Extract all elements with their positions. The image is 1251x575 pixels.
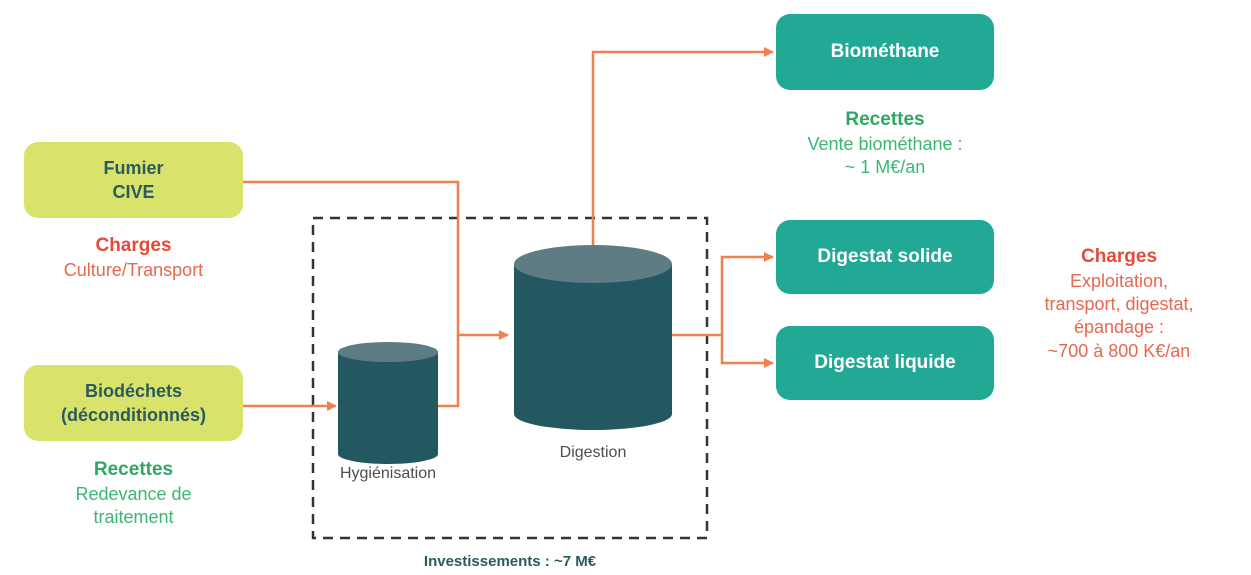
digestion-label: Digestion	[559, 444, 627, 461]
cive-label: CIVE	[112, 182, 155, 202]
biomethane-box: Biométhane	[776, 14, 994, 90]
investment-frame	[311, 216, 709, 540]
biomethane-recettes-note: Recettes Vente biométhane : ~ 1 M€/an	[765, 108, 1005, 179]
biomethane-label: Biométhane	[830, 41, 940, 63]
fumier-cive-box: Fumier CIVE	[24, 142, 243, 218]
recettes-text-line2: traitement	[93, 507, 174, 528]
connector-hygienisation-to-digestion	[438, 335, 460, 408]
recettes-heading: Recettes	[845, 109, 925, 130]
charges-text-line2: transport, digestat,	[1044, 294, 1194, 315]
investissements-label: Investissements : ~7 M€	[423, 553, 597, 570]
digestion-tank	[514, 245, 672, 430]
hygienisation-label: Hygiénisation	[339, 465, 437, 482]
biodechets-label: Biodéchets	[84, 380, 183, 401]
digestat-liquide-box: Digestat liquide	[776, 326, 994, 400]
charges-text-line4: ~700 à 800 K€/an	[1047, 340, 1191, 361]
fumier-label: Fumier	[103, 157, 164, 178]
connector-digestion-to-biomethane	[591, 47, 774, 245]
charges-heading: Charges	[95, 235, 172, 256]
digestat-solide-box: Digestat solide	[776, 220, 994, 294]
charges-text-line1: Exploitation,	[1069, 270, 1169, 291]
charges-text-line3: épandage :	[1073, 317, 1165, 338]
recettes-text-line1: Redevance de	[75, 483, 192, 504]
recettes-text-line2: ~ 1 M€/an	[844, 157, 926, 178]
fumier-charges-note: Charges Culture/Transport	[24, 234, 243, 282]
digestat-solide-label: Digestat solide	[817, 246, 953, 268]
recettes-heading: Recettes	[93, 459, 174, 480]
hygienisation-tank	[338, 342, 438, 464]
charges-heading: Charges	[1080, 246, 1158, 267]
deconditionnes-label: (déconditionnés)	[61, 405, 206, 425]
connector-fumier-to-digestion	[243, 180, 509, 340]
charges-text: Culture/Transport	[63, 259, 204, 280]
digestat-liquide-label: Digestat liquide	[814, 352, 956, 374]
connector-to-digestat-liquide	[720, 335, 774, 368]
biodechets-box: Biodéchets (déconditionnés)	[24, 365, 243, 441]
connector-to-digestat-solide	[720, 252, 774, 335]
biodechets-recettes-note: Recettes Redevance de traitement	[24, 458, 243, 529]
recettes-text-line1: Vente biométhane :	[807, 133, 963, 154]
digestat-charges-note: Charges Exploitation, transport, digesta…	[1003, 245, 1235, 363]
